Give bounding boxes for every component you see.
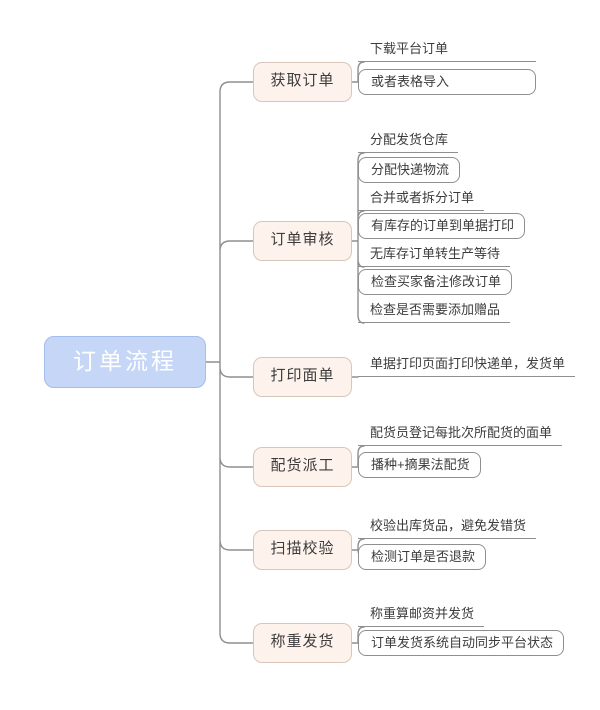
child-node[interactable]: 分配发货仓库 [358, 131, 459, 153]
branch-node[interactable]: 配货派工 [253, 447, 352, 487]
child-node[interactable]: 分配快递物流 [358, 157, 461, 183]
child-node[interactable]: 无库存订单转生产等待 [358, 245, 511, 267]
branch-node[interactable]: 订单审核 [253, 221, 352, 261]
child-node[interactable]: 称重算邮资并发货 [358, 605, 485, 627]
child-node[interactable]: 播种+摘果法配货 [358, 452, 481, 478]
child-node[interactable]: 单据打印页面打印快递单，发货单 [358, 355, 576, 377]
child-node[interactable]: 下载平台订单 [358, 40, 536, 62]
child-node[interactable]: 合并或者拆分订单 [358, 189, 485, 211]
branch-node[interactable]: 称重发货 [253, 623, 352, 663]
branch-node[interactable]: 扫描校验 [253, 530, 352, 570]
child-node[interactable]: 检测订单是否退款 [358, 544, 487, 570]
child-node[interactable]: 检查是否需要添加赠品 [358, 301, 511, 323]
child-node[interactable]: 有库存的订单到单据打印 [358, 213, 526, 239]
branch-node[interactable]: 打印面单 [253, 357, 352, 397]
branch-node[interactable]: 获取订单 [253, 62, 352, 102]
child-node[interactable]: 或者表格导入 [358, 69, 536, 95]
child-node[interactable]: 检查买家备注修改订单 [358, 269, 513, 295]
root-node[interactable]: 订单流程 [44, 336, 206, 388]
child-node[interactable]: 订单发货系统自动同步平台状态 [358, 630, 565, 656]
child-node[interactable]: 校验出库货品，避免发错货 [358, 517, 537, 539]
child-node[interactable]: 配货员登记每批次所配货的面单 [358, 424, 563, 446]
